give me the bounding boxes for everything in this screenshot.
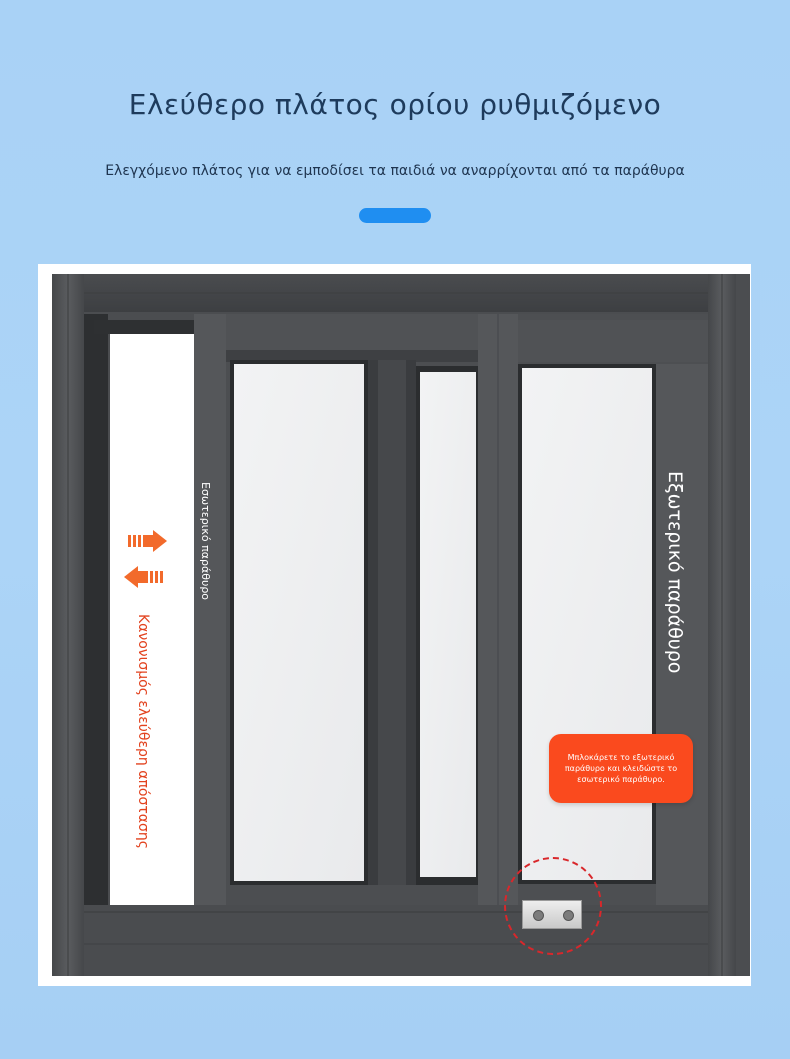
window-illustration: Εσωτερικό παράθυρο Εξωτερικό παράθυρο Κα… xyxy=(38,264,751,986)
window-lock-icon xyxy=(522,900,582,929)
outer-window-label: Εξωτερικό παράθυρο xyxy=(664,471,686,674)
lock-highlight-circle xyxy=(504,857,602,955)
accent-pill xyxy=(359,208,431,223)
distance-label: Κανονισμός ελεύθερη απόστασης xyxy=(135,614,151,849)
arrow-left-icon xyxy=(124,566,165,588)
inner-window-label: Εσωτερικό παράθυρο xyxy=(199,482,212,601)
page-subtitle: Ελεγχόμενο πλάτος για να εμποδίσει τα πα… xyxy=(105,163,685,179)
callout-text: Μπλοκάρετε το εξωτερικό παράθυρο και κλε… xyxy=(564,753,678,784)
bottom-rail xyxy=(84,905,708,976)
page-title: Ελεύθερο πλάτος ορίου ρυθμιζόμενο xyxy=(128,88,662,121)
callout-box: Μπλοκάρετε το εξωτερικό παράθυρο και κλε… xyxy=(549,734,693,803)
opening-gap xyxy=(110,334,194,905)
arrow-right-icon xyxy=(128,530,167,552)
window-frame-svg xyxy=(52,274,750,976)
left-channel xyxy=(84,314,108,905)
